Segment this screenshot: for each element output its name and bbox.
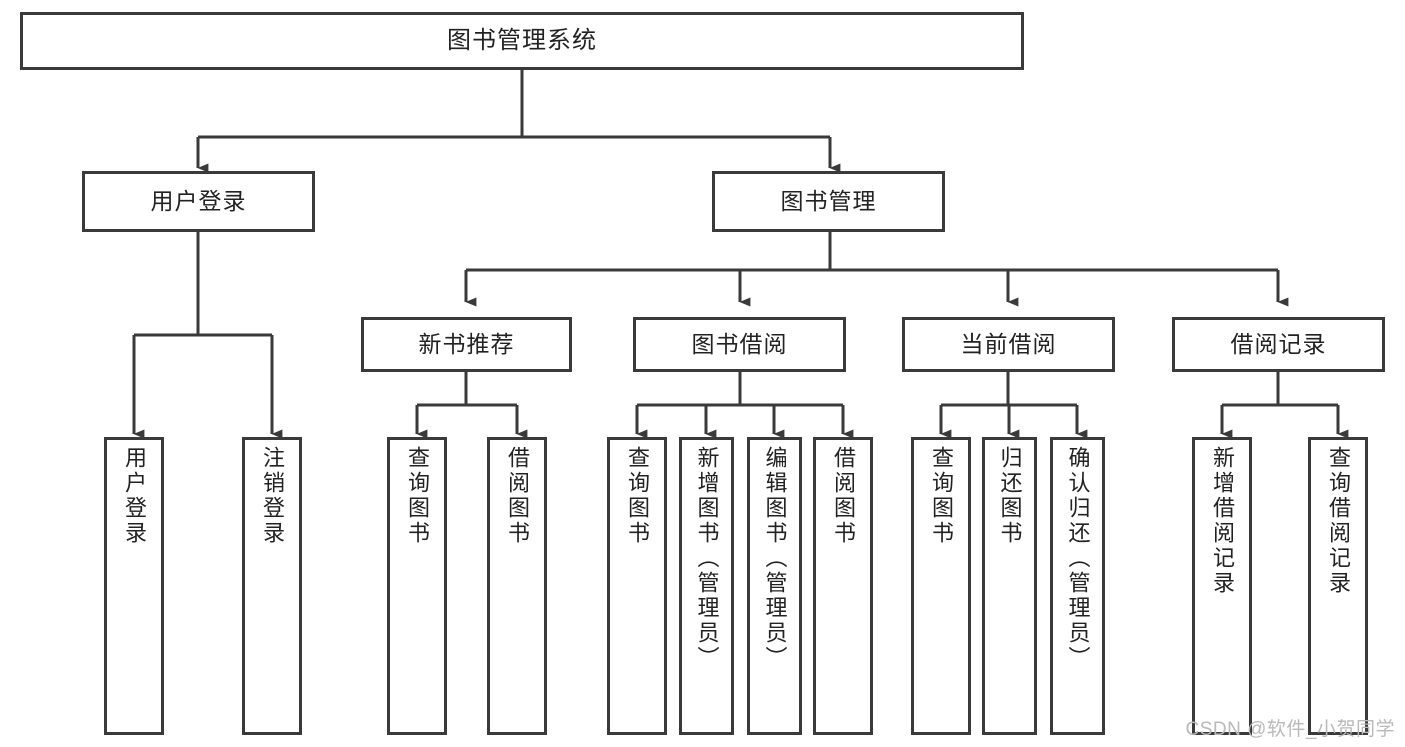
leaf-new-book-query[interactable]: 查询图书 (387, 437, 447, 735)
node-label: 查询图书 (929, 446, 954, 546)
node-label: 用户登录 (122, 446, 147, 546)
node-label: 注销登录 (260, 446, 285, 546)
node-label: 编辑图书（管理员） (762, 446, 788, 671)
node-label: 当前借阅 (960, 331, 1057, 358)
node-label: 用户登录 (150, 188, 247, 215)
node-label: 借阅图书 (505, 446, 530, 546)
node-label: 图书管理 (780, 188, 877, 215)
node-label: 新增借阅记录 (1210, 446, 1235, 596)
node-book-borrow[interactable]: 图书借阅 (633, 317, 846, 372)
node-current-borrow[interactable]: 当前借阅 (902, 317, 1115, 372)
leaf-current-borrow-return[interactable]: 归还图书 (982, 437, 1037, 735)
leaf-user-login-signout[interactable]: 注销登录 (242, 437, 302, 735)
leaf-borrow-record-add[interactable]: 新增借阅记录 (1192, 437, 1252, 735)
leaf-current-borrow-query[interactable]: 查询图书 (911, 437, 971, 735)
leaf-new-book-borrow[interactable]: 借阅图书 (487, 437, 547, 735)
node-label: 图书管理系统 (447, 27, 597, 55)
leaf-borrow-record-query[interactable]: 查询借阅记录 (1308, 437, 1368, 735)
node-label: 确认归还（管理员） (1065, 446, 1091, 671)
node-label: 查询图书 (625, 446, 650, 546)
leaf-book-borrow-query[interactable]: 查询图书 (607, 437, 667, 735)
node-label: 新增图书（管理员） (694, 446, 720, 671)
leaf-current-borrow-confirm[interactable]: 确认归还（管理员） (1050, 437, 1105, 735)
node-label: 借阅图书 (831, 446, 856, 546)
node-label: 新书推荐 (418, 331, 515, 358)
node-label: 借阅记录 (1230, 331, 1327, 358)
node-label: 查询借阅记录 (1326, 446, 1351, 596)
node-label: 查询图书 (405, 446, 430, 546)
node-label: 归还图书 (997, 446, 1023, 546)
leaf-user-login-signin[interactable]: 用户登录 (104, 437, 164, 735)
node-borrow-record[interactable]: 借阅记录 (1172, 317, 1385, 372)
node-new-book-recommend[interactable]: 新书推荐 (361, 317, 572, 372)
leaf-book-borrow-lend[interactable]: 借阅图书 (813, 437, 873, 735)
leaf-book-borrow-edit[interactable]: 编辑图书（管理员） (747, 437, 802, 735)
node-label: 图书借阅 (691, 331, 788, 358)
leaf-book-borrow-add[interactable]: 新增图书（管理员） (679, 437, 734, 735)
node-root-system[interactable]: 图书管理系统 (20, 12, 1024, 70)
node-book-manage[interactable]: 图书管理 (712, 171, 945, 232)
node-user-login[interactable]: 用户登录 (82, 171, 315, 232)
